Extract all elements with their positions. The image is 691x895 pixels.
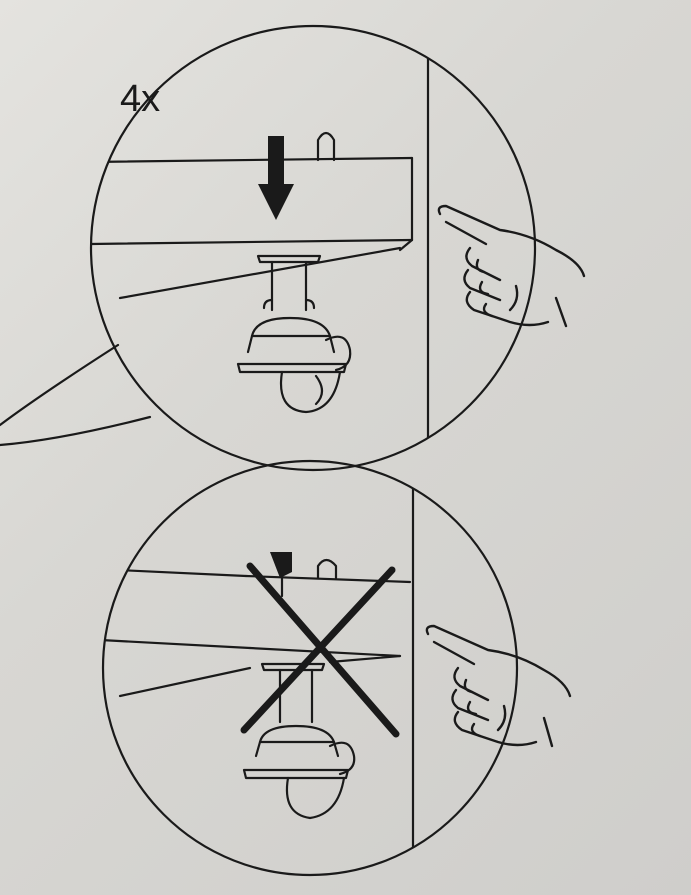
shelf-support-pin bbox=[256, 254, 322, 264]
shelf-bottom-edge bbox=[91, 238, 414, 246]
arrow-down-icon bbox=[258, 136, 294, 220]
detail-circle-top bbox=[89, 24, 537, 472]
pointing-hand-icon bbox=[425, 624, 572, 748]
quantity-label: 4x bbox=[120, 78, 161, 120]
detail-circle-bottom bbox=[101, 459, 519, 877]
callout-pointer-lower bbox=[0, 415, 152, 447]
incorrect-installation-panel bbox=[101, 459, 572, 877]
correct-installation-panel bbox=[0, 24, 586, 472]
callout-pointer bbox=[0, 343, 120, 427]
shelf-peg bbox=[316, 131, 336, 162]
shelf-top-edge bbox=[91, 156, 414, 164]
pointing-hand-icon bbox=[437, 204, 586, 328]
cross-out-icon bbox=[240, 562, 400, 738]
